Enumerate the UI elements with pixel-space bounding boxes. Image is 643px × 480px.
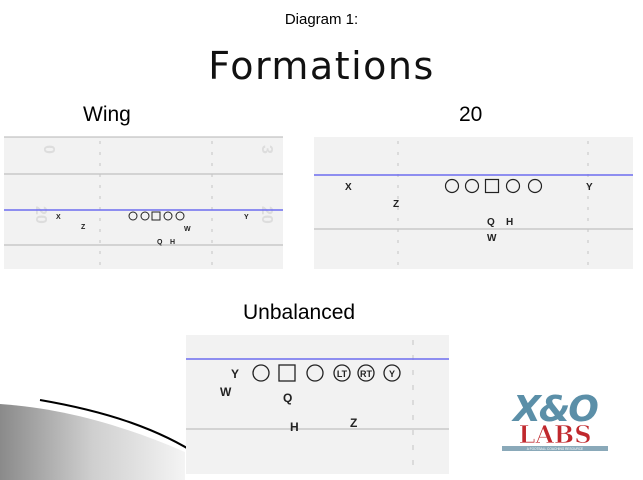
field-wing: 0 3 20 20 X Z W Y Q H xyxy=(4,136,283,269)
page-title: Formations xyxy=(208,44,435,88)
player-label: W xyxy=(184,226,191,233)
lineman-circle xyxy=(175,211,185,221)
player-label: X xyxy=(345,182,352,193)
player-label: H xyxy=(290,420,299,434)
player-label: Y xyxy=(231,367,239,381)
lineman-circle xyxy=(128,211,138,221)
lineman-circle-y xyxy=(383,364,401,382)
diagram-caption: Diagram 1: xyxy=(284,11,359,28)
lineman-circle xyxy=(527,178,543,194)
player-label: Z xyxy=(350,416,357,430)
player-label: Z xyxy=(393,199,399,210)
lineman-circle xyxy=(505,178,521,194)
lineman-circle-rt xyxy=(357,364,375,382)
offensive-line xyxy=(444,178,543,194)
formation-label-20: 20 xyxy=(459,103,483,126)
lineman-circle xyxy=(306,364,324,382)
lineman-circle xyxy=(444,178,460,194)
center-square xyxy=(278,364,296,382)
decorative-swoosh xyxy=(0,399,201,480)
lineman-circle xyxy=(464,178,480,194)
lineman-circle-lt xyxy=(333,364,351,382)
yard-number: 20 xyxy=(32,206,49,224)
logo-tagline: A FOOTBALL COACHING RESOURCE xyxy=(527,447,583,451)
player-label: H xyxy=(506,217,513,228)
player-label: Q xyxy=(487,217,495,228)
formation-label-unbalanced: Unbalanced xyxy=(243,301,356,324)
yard-number: 0 xyxy=(40,145,57,154)
player-label: Y xyxy=(586,182,593,193)
center-square xyxy=(151,211,161,221)
player-label: Q xyxy=(157,239,163,246)
logo-xo-text: X&O xyxy=(511,389,598,430)
offensive-line xyxy=(252,364,401,382)
player-label: Z xyxy=(81,224,86,231)
player-label: W xyxy=(487,233,497,244)
player-label: Y xyxy=(389,369,395,379)
player-label: H xyxy=(170,239,175,246)
field-20: X Y Z Q H W xyxy=(314,137,633,269)
player-label: Q xyxy=(283,391,292,405)
player-label: Y xyxy=(244,214,249,221)
yard-number: 3 xyxy=(258,145,275,154)
lineman-circle xyxy=(140,211,150,221)
field-unbalanced: Y LT RT Y W Q H Z xyxy=(186,335,449,474)
player-label: RT xyxy=(360,369,372,379)
yard-number: 20 xyxy=(258,206,275,224)
offensive-line xyxy=(128,211,185,221)
center-square xyxy=(484,178,500,194)
player-label: W xyxy=(220,385,232,399)
player-label: LT xyxy=(337,369,348,379)
lineman-circle xyxy=(163,211,173,221)
formation-label-wing: Wing xyxy=(83,103,131,126)
logo-labs-text: LABS xyxy=(518,420,591,449)
player-label: X xyxy=(56,214,61,221)
lineman-circle xyxy=(252,364,270,382)
xo-labs-logo: X&O LABS A FOOTBALL COACHING RESOURCE xyxy=(502,389,608,451)
